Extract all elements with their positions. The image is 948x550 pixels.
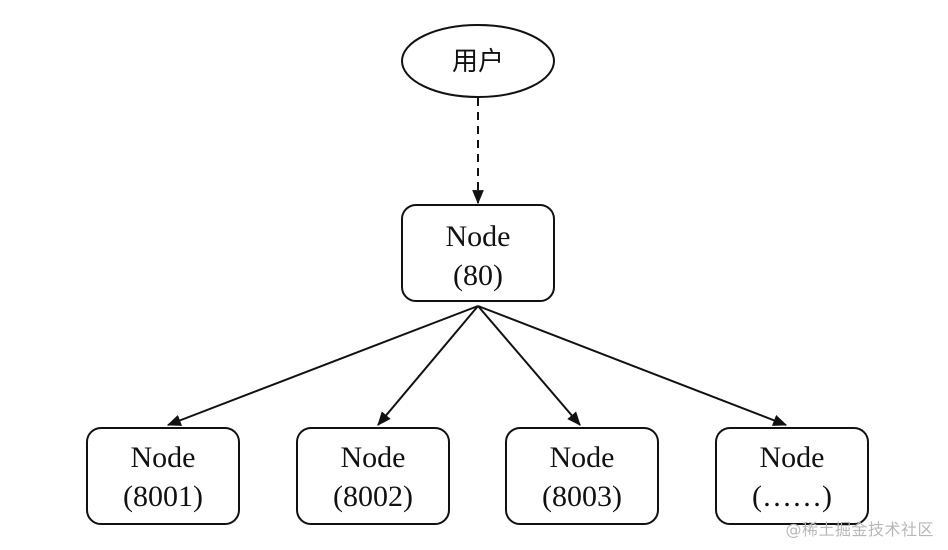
user-label: 用户 (452, 47, 504, 77)
child-node-8002: Node (8002) (296, 427, 450, 525)
child-node-box (505, 427, 659, 525)
user-node: 用户 (401, 24, 555, 98)
child-node-name: Node (550, 441, 615, 474)
edge-to-node-more (477, 305, 788, 426)
child-node-name: Node (760, 441, 825, 474)
child-node-name: Node (341, 441, 406, 474)
child-node-box (86, 427, 240, 525)
child-node-port: (8001) (123, 480, 203, 513)
root-node-box (401, 204, 555, 302)
edge-to-node-8001 (166, 305, 479, 426)
child-node-port: (8002) (333, 480, 413, 513)
edge-to-node-8002 (377, 305, 479, 426)
child-node-8001: Node (8001) (86, 427, 240, 525)
edge-to-node-8003 (477, 305, 581, 426)
child-node-box (296, 427, 450, 525)
user-ellipse (401, 24, 555, 98)
root-node-name: Node (446, 220, 511, 253)
edges-root-to-children (166, 305, 788, 426)
root-node-port: (80) (453, 259, 503, 292)
child-node-box (715, 427, 869, 525)
root-node: Node (80) (401, 204, 555, 302)
child-node-8003: Node (8003) (505, 427, 659, 525)
child-node-more: Node (……) (715, 427, 869, 525)
child-node-name: Node (131, 441, 196, 474)
watermark: @稀土掘金技术社区 (785, 520, 934, 539)
child-node-port: (……) (752, 480, 832, 513)
child-node-port: (8003) (542, 480, 622, 513)
